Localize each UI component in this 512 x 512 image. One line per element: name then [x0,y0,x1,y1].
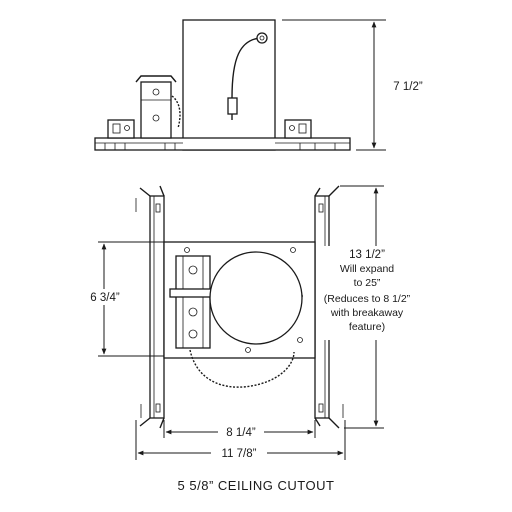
right-bar-bracket [284,119,312,139]
junction-box [140,81,172,139]
front-flex-conduit [189,349,295,388]
left-hanger-bar [135,185,165,429]
bar-note-line-4: with breakaway [330,307,404,319]
left-bar-bracket [107,119,135,139]
bar-note-line-3: (Reduces to 8 1/2” [324,293,411,305]
side-height-label: 7 1/2” [393,81,423,93]
base-plate-ticks [104,143,336,150]
bar-length-label-bg [322,246,410,340]
front-height-label: 6 3/4” [90,292,120,304]
bar-note-line-1: Will expand [340,263,394,275]
bar-note-line-2: to 25” [354,277,381,289]
base-plate [94,137,351,151]
outer-width-label-bg [211,445,267,461]
lamp-aperture [209,251,303,345]
cable-plug [227,97,238,115]
side-height-dimension [282,19,386,151]
inner-width-label: 8 1/4” [226,427,256,439]
bar-length-label: 13 1/2” [349,249,385,261]
inner-width-label-bg [218,424,264,440]
front-view: 6 3/4” 13 1/2” Will expand to 25” (Reduc… [80,185,411,461]
side-view: 7 1/2” [94,19,423,151]
junction-box-strap [169,288,217,298]
front-height-label-bg [80,289,130,305]
ceiling-cutout-caption: 5 5/8” CEILING CUTOUT [177,478,335,493]
flex-conduit [171,95,181,129]
lamp-cable [231,37,261,99]
front-junction-box [175,255,211,349]
bar-note-line-5: feature) [349,321,385,333]
outer-width-label: 11 7/8” [222,448,257,460]
cable-grommet [256,32,268,44]
